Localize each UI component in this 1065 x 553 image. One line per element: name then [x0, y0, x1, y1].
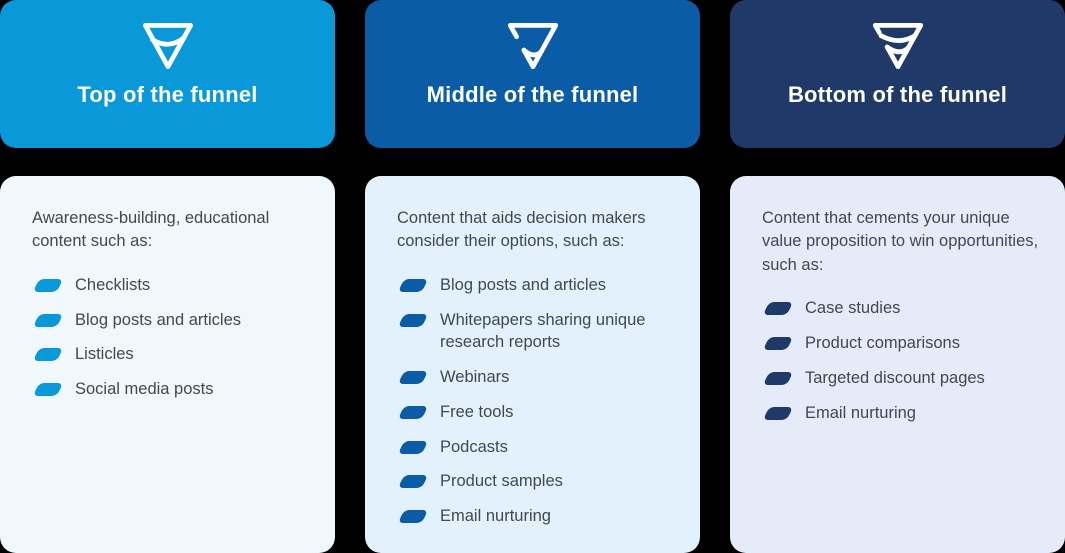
- parallelogram-bullet-icon: [32, 313, 64, 327]
- parallelogram-bullet-icon: [32, 348, 64, 362]
- funnel-header-card: Top of the funnel: [0, 0, 335, 148]
- funnel-body-card: Awareness-building, educational content …: [0, 176, 335, 553]
- list-item-label: Social media posts: [75, 380, 214, 399]
- list-item-label: Free tools: [440, 402, 514, 421]
- funnel-stage-title: Middle of the funnel: [426, 82, 639, 107]
- list-item: Listicles: [32, 343, 309, 366]
- parallelogram-bullet-icon: [397, 440, 429, 454]
- list-item-label: Podcasts: [440, 437, 508, 456]
- list-item-label: Checklists: [75, 275, 151, 294]
- list-item: Product samples: [397, 470, 674, 493]
- list-item: Free tools: [397, 401, 674, 424]
- list-item-label: Blog posts and articles: [75, 310, 242, 329]
- parallelogram-bullet-icon: [397, 313, 429, 327]
- list-item-label: Email nurturing: [440, 507, 551, 526]
- list-item-label: Case studies: [805, 299, 901, 318]
- list-item-label: Product comparisons: [805, 334, 960, 353]
- parallelogram-bullet-icon: [762, 302, 794, 316]
- funnel-top-icon: [135, 13, 201, 79]
- funnel-header-card: Middle of the funnel: [365, 0, 700, 148]
- funnel-middle-icon: [500, 13, 566, 79]
- list-item: Whitepapers sharing unique research repo…: [397, 309, 674, 355]
- list-item: Social media posts: [32, 378, 309, 401]
- funnel-column: Bottom of the funnel Content that cement…: [730, 0, 1065, 553]
- parallelogram-bullet-icon: [397, 475, 429, 489]
- list-item-label: Blog posts and articles: [440, 275, 607, 294]
- funnel-header-card: Bottom of the funnel: [730, 0, 1065, 148]
- parallelogram-bullet-icon: [32, 383, 64, 397]
- intro-text: Content that cements your unique value p…: [762, 209, 1039, 274]
- intro-text: Awareness-building, educational content …: [32, 209, 270, 251]
- list-item-label: Whitepapers sharing unique research repo…: [440, 310, 646, 352]
- parallelogram-bullet-icon: [762, 406, 794, 420]
- list-item-label: Email nurturing: [805, 403, 916, 422]
- list-item: Blog posts and articles: [397, 274, 674, 297]
- list-item: Email nurturing: [397, 505, 674, 528]
- parallelogram-bullet-icon: [762, 337, 794, 351]
- funnel-stage-title: Bottom of the funnel: [787, 82, 1008, 107]
- parallelogram-bullet-icon: [397, 510, 429, 524]
- parallelogram-bullet-icon: [397, 405, 429, 419]
- parallelogram-bullet-icon: [32, 278, 64, 292]
- list-item-label: Targeted discount pages: [805, 368, 985, 387]
- list-item: Product comparisons: [762, 332, 1039, 355]
- funnel-body-card: Content that cements your unique value p…: [730, 176, 1065, 553]
- funnel-column: Top of the funnel Awareness-building, ed…: [0, 0, 335, 553]
- parallelogram-bullet-icon: [397, 278, 429, 292]
- intro-text: Content that aids decision makers consid…: [397, 209, 646, 251]
- list-item: Checklists: [32, 274, 309, 297]
- funnel-column: Middle of the funnel Content that aids d…: [365, 0, 700, 553]
- funnel-bottom-icon: [865, 13, 931, 79]
- list-item: Podcasts: [397, 436, 674, 459]
- list-item: Case studies: [762, 297, 1039, 320]
- list-item: Targeted discount pages: [762, 367, 1039, 390]
- parallelogram-bullet-icon: [397, 371, 429, 385]
- list-item-label: Webinars: [440, 368, 510, 387]
- parallelogram-bullet-icon: [762, 371, 794, 385]
- funnel-stage-title: Top of the funnel: [77, 82, 258, 107]
- list-item: Webinars: [397, 366, 674, 389]
- list-item: Blog posts and articles: [32, 309, 309, 332]
- list-item: Email nurturing: [762, 402, 1039, 425]
- funnel-body-card: Content that aids decision makers consid…: [365, 176, 700, 553]
- list-item-label: Listicles: [75, 345, 134, 364]
- list-item-label: Product samples: [440, 472, 563, 491]
